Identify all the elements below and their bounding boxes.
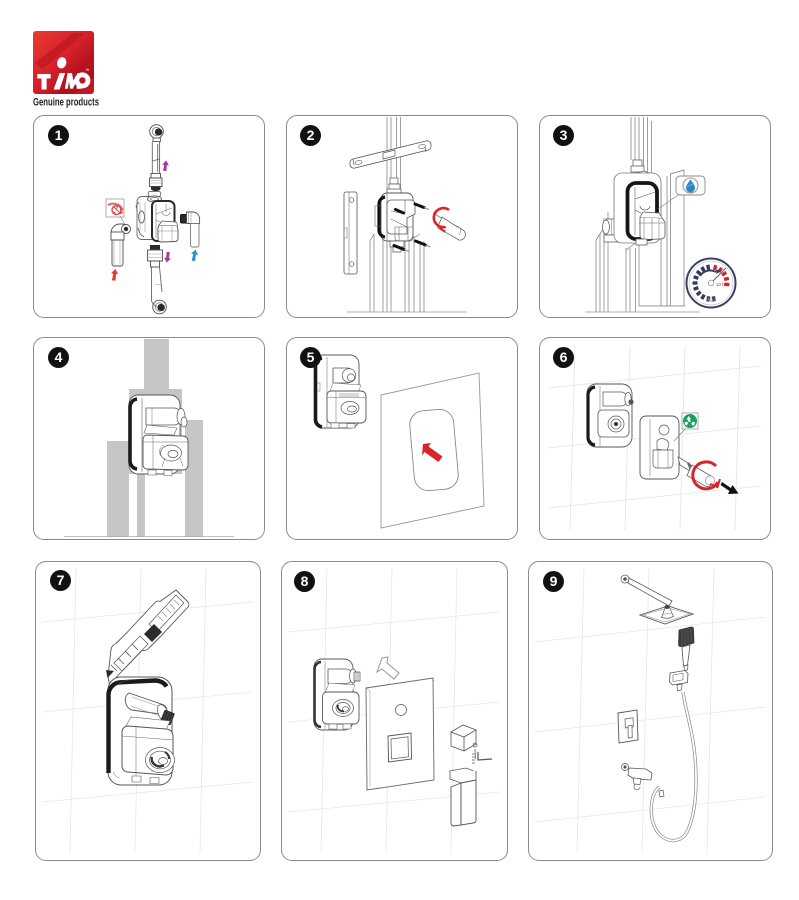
svg-text:™: ™ [85, 68, 90, 73]
svg-text:Genuine products: Genuine products [33, 97, 99, 109]
svg-text:10 bar: 10 bar [716, 282, 729, 287]
svg-text:Bar: Bar [706, 298, 715, 304]
